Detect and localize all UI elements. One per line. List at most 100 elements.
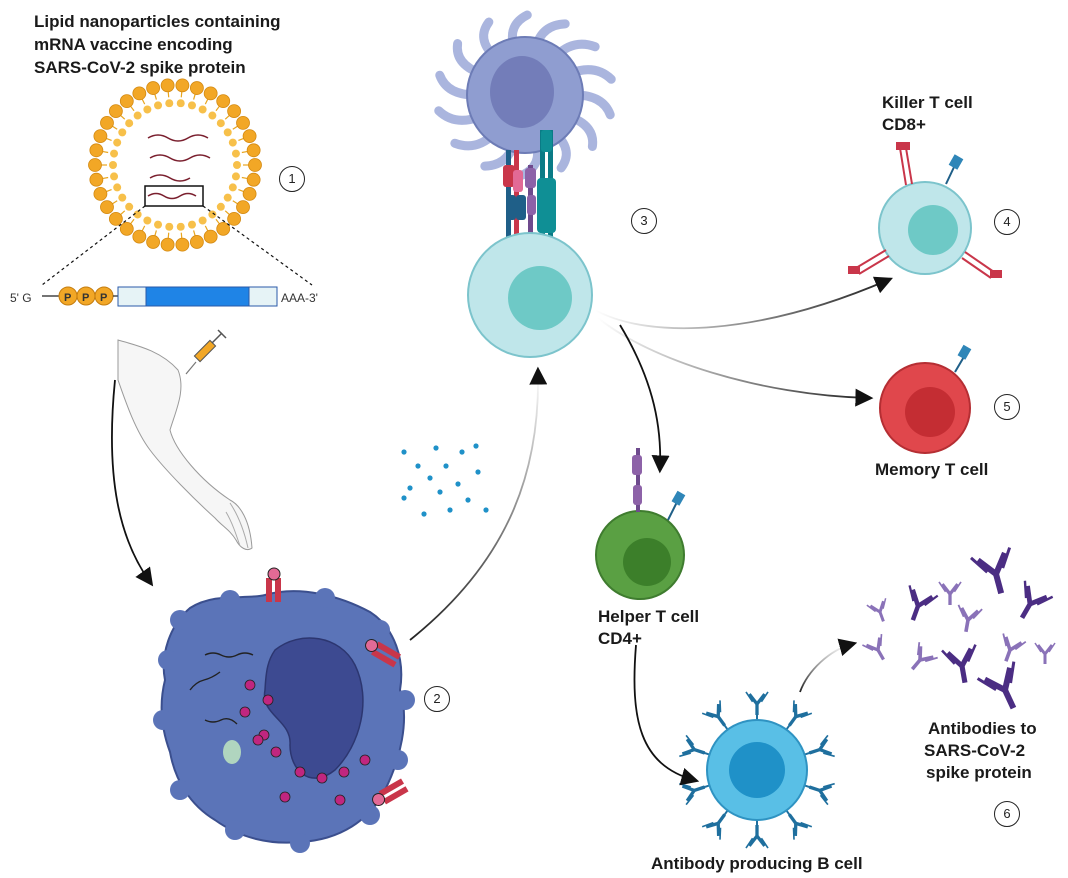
naive-t-cell bbox=[467, 232, 593, 358]
lipid-inner-head bbox=[165, 99, 174, 108]
cytokine-dot bbox=[483, 507, 489, 513]
lipid-inner-head bbox=[118, 128, 127, 137]
lipid-inner-head bbox=[208, 210, 217, 219]
lipid-inner-head bbox=[110, 172, 119, 181]
receptor bbox=[848, 249, 890, 275]
lipid-inner-head bbox=[198, 216, 207, 225]
step-1-badge: 1 bbox=[279, 166, 305, 192]
antibody-icon bbox=[941, 644, 977, 684]
antibody-icon bbox=[969, 547, 1012, 595]
cytokine-dot bbox=[465, 497, 471, 503]
cytokine-dot bbox=[473, 443, 479, 449]
lipid-inner-head bbox=[176, 99, 185, 108]
lipid-head bbox=[132, 86, 147, 101]
membrane-bump bbox=[360, 805, 380, 825]
memory-t-cell bbox=[879, 344, 972, 454]
antigen-dot bbox=[252, 734, 264, 746]
cytokine-dot bbox=[401, 449, 407, 455]
mrna-strand bbox=[147, 134, 209, 142]
antibody-icon bbox=[787, 700, 813, 727]
antibodies-label-2: SARS-CoV-2 bbox=[924, 741, 1026, 760]
lipid-inner-head bbox=[223, 128, 232, 137]
lipid-inner-head bbox=[228, 138, 237, 147]
lipid-inner-head bbox=[109, 161, 117, 169]
mrna-three-prime-label: AAA-3' bbox=[281, 291, 318, 305]
lipid-head bbox=[236, 200, 250, 215]
arm-injection bbox=[117, 329, 253, 551]
antibodies-label-1: Antibodies to bbox=[928, 719, 1037, 738]
membrane-bump bbox=[170, 780, 190, 800]
cytokine-dot bbox=[415, 463, 421, 469]
lipid-inner-head bbox=[113, 183, 122, 192]
cytokine-dot bbox=[475, 469, 481, 475]
memory-t-cell-label: Memory T cell bbox=[875, 460, 989, 479]
lipid-head bbox=[160, 78, 175, 93]
antigen-dot bbox=[279, 791, 291, 803]
lipid-head bbox=[189, 81, 204, 95]
lipid-head bbox=[100, 200, 114, 215]
cytokines bbox=[401, 443, 489, 517]
lipid-head bbox=[216, 94, 231, 109]
antibody-icon bbox=[957, 604, 983, 633]
lipid-inner-head bbox=[198, 105, 207, 114]
lipid-inner-head bbox=[154, 101, 163, 110]
b-cell-label: Antibody producing B cell bbox=[651, 854, 863, 873]
mrna-cap-p2: P bbox=[82, 292, 90, 304]
mrna-cap-p1: P bbox=[64, 292, 72, 304]
antibody-icon bbox=[745, 691, 769, 716]
cytokine-dot bbox=[459, 449, 465, 455]
lipid-head bbox=[203, 86, 218, 101]
mhc-receptor bbox=[266, 567, 281, 602]
cytokine-dot bbox=[437, 489, 443, 495]
utr-5 bbox=[117, 286, 147, 307]
lipid-head bbox=[146, 235, 161, 249]
antibody-icon bbox=[866, 598, 887, 622]
lnp-title-line-1: Lipid nanoparticles containing bbox=[34, 12, 281, 31]
lipid-head bbox=[132, 229, 147, 244]
antibody-icon bbox=[701, 700, 727, 727]
membrane-bump bbox=[225, 820, 245, 840]
lipid-inner-head bbox=[231, 149, 240, 158]
antibody-icon bbox=[679, 734, 706, 758]
antibody-icon bbox=[808, 734, 835, 758]
antibodies-label-3: spike protein bbox=[926, 763, 1032, 782]
dendritic-cell bbox=[434, 10, 616, 180]
lipid-head bbox=[236, 115, 250, 130]
lipid-inner-head bbox=[208, 111, 217, 120]
cytokine-dot bbox=[401, 495, 407, 501]
lipid-head bbox=[227, 211, 242, 226]
cytokine-dot bbox=[433, 445, 439, 451]
spike-coding-region bbox=[145, 286, 250, 307]
lipid-inner-head bbox=[133, 111, 142, 120]
lipid-inner-head bbox=[187, 101, 196, 110]
lipid-head bbox=[189, 235, 204, 249]
antibody-icon bbox=[745, 824, 769, 849]
cytokine-dot bbox=[407, 485, 413, 491]
cytokine-dot bbox=[421, 511, 427, 517]
cytokine-dot bbox=[427, 475, 433, 481]
lipid-inner-head bbox=[216, 119, 225, 128]
utr-3 bbox=[248, 286, 278, 307]
lipid-head bbox=[108, 211, 123, 226]
antigen-dot bbox=[334, 794, 346, 806]
lipid-head bbox=[227, 104, 242, 119]
antibody-icon bbox=[808, 782, 835, 806]
antibody-icon bbox=[910, 642, 938, 671]
mrna-cap-p3: P bbox=[100, 292, 108, 304]
lipid-inner-head bbox=[143, 105, 152, 114]
antigen-dot bbox=[244, 679, 256, 691]
antibody-icon bbox=[976, 661, 1017, 710]
antibody-icon bbox=[908, 585, 939, 621]
antibody-icon bbox=[1034, 642, 1056, 664]
membrane-bump bbox=[158, 650, 178, 670]
membrane-bump bbox=[220, 590, 240, 610]
lipid-head bbox=[88, 158, 102, 172]
antibody-icon bbox=[787, 813, 813, 840]
killer-t-cell bbox=[848, 142, 1002, 279]
lipid-inner-head bbox=[228, 183, 237, 192]
membrane-bump bbox=[290, 833, 310, 853]
antigen-dot bbox=[294, 766, 306, 778]
lipid-inner-head bbox=[110, 149, 119, 158]
mrna-five-prime-label: 5' G bbox=[10, 291, 32, 305]
